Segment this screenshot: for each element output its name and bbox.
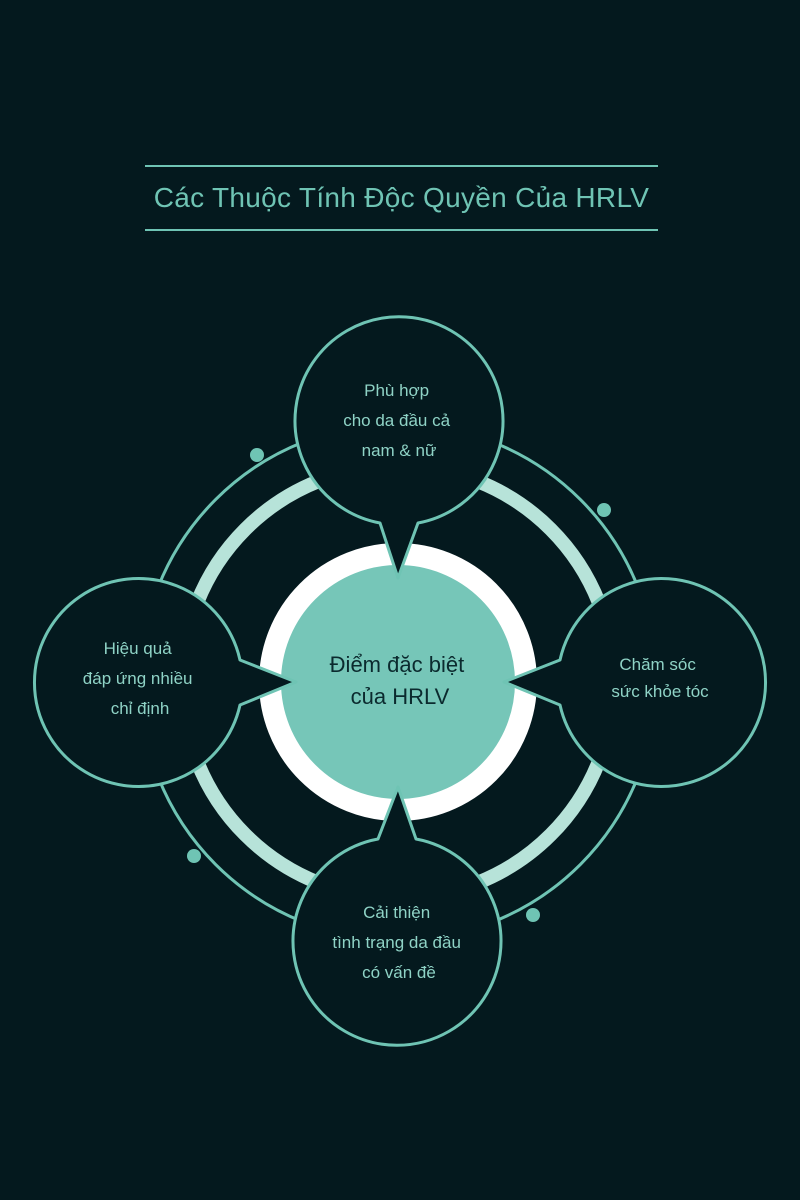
- ring-dot: [526, 908, 540, 922]
- node-bottom-line: Cải thiện: [363, 903, 430, 922]
- title-banner: Các Thuộc Tính Độc Quyền Của HRLV: [145, 165, 658, 231]
- page-title: Các Thuộc Tính Độc Quyền Của HRLV: [153, 182, 650, 213]
- node-bottom-label: Cải thiện tình trạng da đầu có vấn đề: [332, 903, 465, 982]
- node-right-bubble: [502, 577, 768, 788]
- node-bottom-bubble: [291, 785, 503, 1047]
- center-label-line: Điểm đặc biệt: [330, 652, 465, 677]
- node-top-bubble: [293, 315, 505, 580]
- node-right-line: sức khỏe tóc: [611, 682, 709, 701]
- node-bottom-line: tình trạng da đầu: [332, 933, 461, 952]
- ring-dot: [250, 448, 264, 462]
- node-left-bubble: [32, 577, 298, 788]
- node-left-line: đáp ứng nhiều: [83, 669, 193, 688]
- node-top-label: Phù hợp cho da đầu cả nam & nữ: [343, 381, 455, 460]
- ring-dot: [187, 849, 201, 863]
- ring-dot: [597, 503, 611, 517]
- node-left-line: Hiệu quả: [104, 639, 173, 658]
- node-left-label: Hiệu quả đáp ứng nhiều chỉ định: [83, 639, 197, 718]
- center-label-line: của HRLV: [351, 684, 450, 709]
- node-left-line: chỉ định: [111, 699, 170, 718]
- node-right-label: Chăm sóc sức khỏe tóc: [611, 655, 709, 701]
- node-bottom-line: có vấn đề: [362, 963, 436, 982]
- center-label: Điểm đặc biệt của HRLV: [330, 652, 471, 709]
- center-white-ring: [259, 543, 537, 821]
- node-top-line: nam & nữ: [362, 441, 437, 460]
- node-top-line: Phù hợp: [364, 381, 429, 400]
- node-top-line: cho da đầu cả: [343, 411, 450, 430]
- node-right-line: Chăm sóc: [619, 655, 696, 674]
